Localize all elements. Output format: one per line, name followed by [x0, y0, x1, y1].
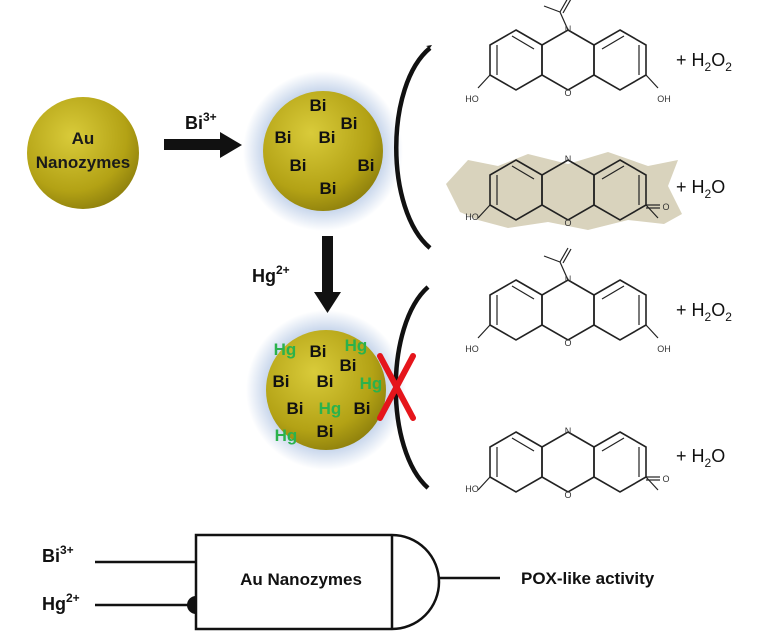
top-substrate-oh: OH [657, 94, 671, 104]
bi-hg-sphere: Hg Hg Hg Hg Hg Bi Bi Bi Bi Bi Bi Bi [246, 310, 406, 470]
bottom-substrate-ho: HO [465, 344, 479, 354]
sphere-mixed-bi-2: Bi [340, 356, 357, 375]
bi-reagent-label: Bi3+ [185, 110, 217, 133]
top-reactant-h2o2: + H2O2 [676, 50, 732, 74]
au-label: Au [72, 129, 95, 148]
sphere-mixed-bi-4: Bi [317, 372, 334, 391]
gate-input-hg: Hg2+ [42, 591, 80, 614]
sphere-hg-3: Hg [360, 374, 383, 393]
bottom-substrate-o: O [564, 338, 571, 348]
bottom-reactant-h2o2: + H2O2 [676, 300, 732, 324]
hg-addition-arrow: Hg2+ [252, 236, 341, 313]
logic-gate: Au Nanozymes Bi3+ Hg2+ POX-like activity [42, 533, 655, 631]
sphere-hg-1: Hg [274, 340, 297, 359]
gate-output-label: POX-like activity [521, 569, 655, 588]
top-product-h2o: + H2O [676, 177, 725, 201]
top-substrate-n: N [565, 24, 572, 34]
sphere-hg-4: Hg [319, 399, 342, 418]
bottom-product-ketone-o: O [662, 474, 669, 484]
sphere-bi-7: Bi [320, 179, 337, 198]
bottom-product-ho: HO [465, 484, 479, 494]
top-product-ho: HO [465, 212, 479, 222]
sphere-bi-6: Bi [358, 156, 375, 175]
top-substrate-ho: HO [465, 94, 479, 104]
bi-addition-arrow: Bi3+ [164, 110, 242, 158]
gate-input-bi: Bi3+ [42, 543, 74, 566]
top-product-n: N [565, 154, 572, 164]
bottom-substrate-molecule: N O HO OH [465, 247, 671, 354]
gate-label: Au Nanozymes [240, 570, 362, 589]
bottom-product-o: O [564, 490, 571, 500]
sphere-mixed-bi-3: Bi [273, 372, 290, 391]
bottom-product-molecule: N O HO O [465, 426, 669, 500]
top-product-o: O [564, 218, 571, 228]
sphere-bi-4: Bi [319, 128, 336, 147]
top-product-ketone-o: O [662, 202, 669, 212]
sphere-bi-1: Bi [310, 96, 327, 115]
bi-loaded-sphere: Bi Bi Bi Bi Bi Bi Bi [243, 71, 403, 231]
sphere-mixed-bi-6: Bi [354, 399, 371, 418]
top-product-molecule: N O HO O [446, 152, 682, 230]
top-reaction-bracket [394, 46, 432, 250]
sphere-bi-3: Bi [275, 128, 292, 147]
sphere-mixed-bi-1: Bi [310, 342, 327, 361]
bottom-substrate-oh: OH [657, 344, 671, 354]
sphere-mixed-bi-5: Bi [287, 399, 304, 418]
sphere-hg-5: Hg [275, 426, 298, 445]
top-substrate-o: O [564, 88, 571, 98]
sphere-bi-2: Bi [341, 114, 358, 133]
bottom-product-n: N [565, 426, 572, 436]
sphere-hg-2: Hg [345, 336, 368, 355]
bottom-substrate-n: N [565, 274, 572, 284]
bottom-product-h2o: + H2O [676, 446, 725, 470]
sphere-mixed-bi-7: Bi [317, 422, 334, 441]
sphere-bi-5: Bi [290, 156, 307, 175]
top-substrate-molecule: N O HO OH [465, 0, 671, 104]
nanozymes-label: Nanozymes [36, 153, 130, 172]
hg-reagent-label: Hg2+ [252, 263, 290, 286]
au-nanozyme-sphere: Au Nanozymes [27, 97, 139, 209]
inhibition-cross [377, 353, 416, 421]
